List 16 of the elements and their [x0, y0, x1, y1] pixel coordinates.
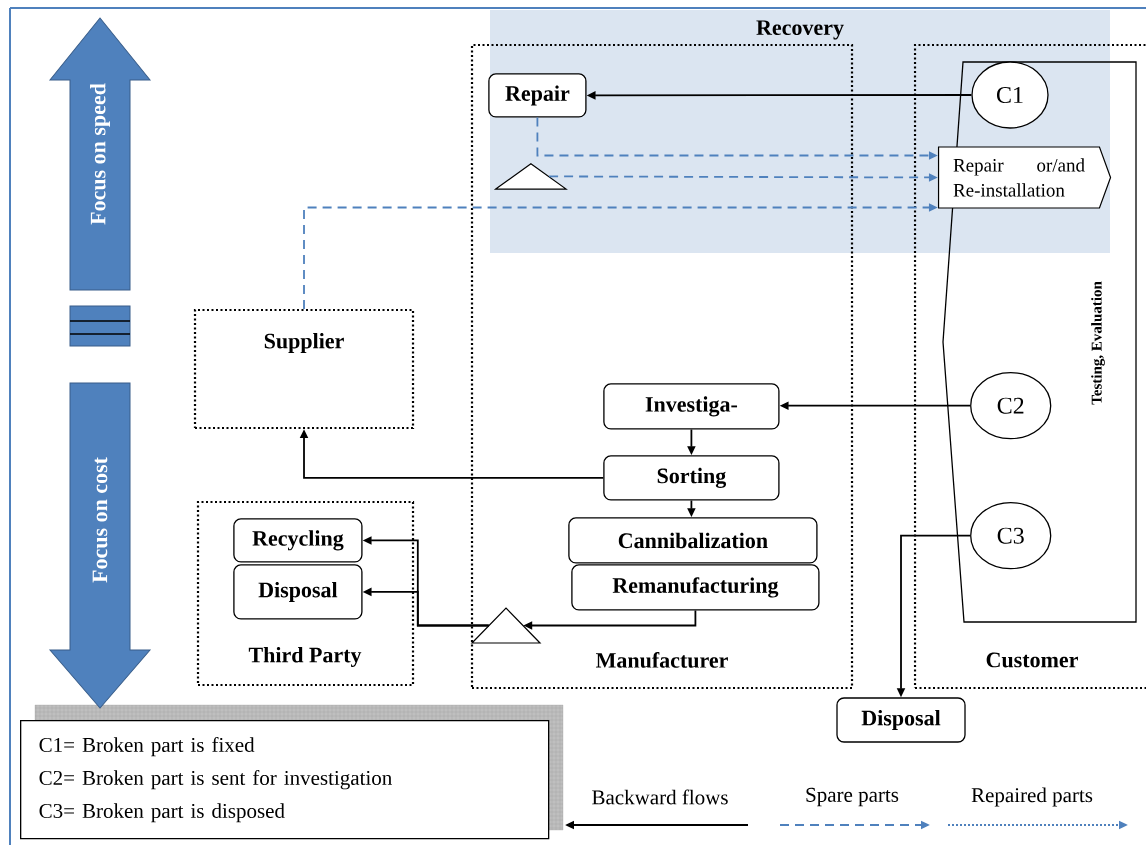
process-box: Repair — [488, 73, 587, 118]
legend-label: Repaired parts — [971, 787, 1093, 807]
process-box: Cannibalization — [568, 517, 818, 564]
group-box: Supplier — [193, 308, 415, 430]
process-box: Remanufacturing — [571, 564, 820, 611]
process-box: Disposal — [233, 564, 363, 620]
key-box: C1= Broken part is fixed C2= Broken part is sent for investigation C3= Broken part is disposed — [20, 720, 550, 840]
process-box: Disposal — [836, 697, 966, 743]
arrow-label: Focus on cost — [92, 457, 108, 583]
process-box: Sorting — [603, 455, 780, 501]
legend-label: Backward flows — [592, 789, 728, 805]
area-heading: Recovery — [756, 20, 844, 40]
process-box: Investiga- — [603, 383, 780, 430]
legend-label: Spare parts — [806, 787, 899, 807]
arrow-label: Focus on speed — [90, 83, 110, 225]
process-box: Recycling — [233, 518, 363, 563]
